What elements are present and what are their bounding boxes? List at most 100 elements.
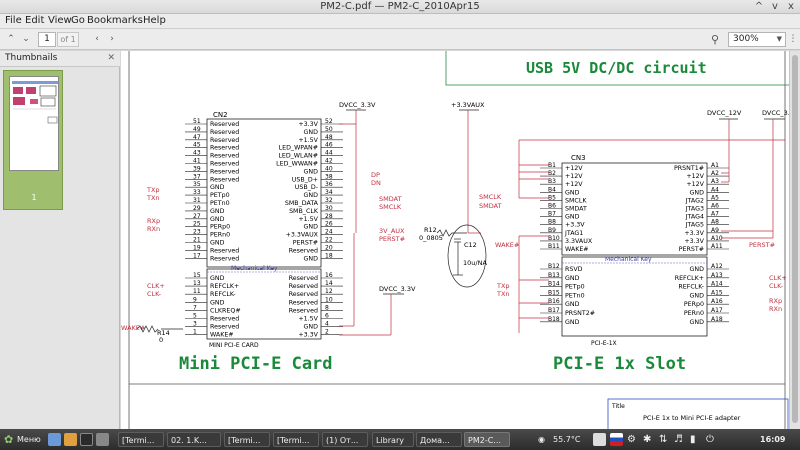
- clipboard-icon[interactable]: [593, 433, 606, 446]
- volume-icon[interactable]: ♬: [674, 434, 683, 445]
- menu-bookmarks[interactable]: Bookmarks: [87, 15, 143, 26]
- cn3-mechanical-key: Mechanical Key: [605, 256, 652, 263]
- cn3-left-bottom-pin-signal: GND: [565, 275, 580, 282]
- files-launcher-icon[interactable]: [96, 433, 109, 446]
- firefox-launcher-icon[interactable]: [64, 433, 77, 446]
- taskbar-window-button[interactable]: 02. 1.K...: [167, 432, 221, 447]
- taskbar-window-button[interactable]: [Termi...: [224, 432, 270, 447]
- page-number-input[interactable]: 1: [38, 32, 56, 47]
- cn2-left-pin-signal: Reserved: [210, 176, 239, 183]
- cn2-footer: MINI PCI-E CARD: [209, 342, 259, 349]
- taskbar-window-button[interactable]: [Termi...: [118, 432, 164, 447]
- cn3-left-pin-number: B8: [548, 219, 556, 226]
- menu-view[interactable]: View: [48, 15, 72, 26]
- cn3-left-pin-number: B10: [548, 235, 560, 242]
- terminal-launcher-icon[interactable]: [80, 433, 93, 446]
- taskbar-window-button[interactable]: [Termi...: [273, 432, 319, 447]
- cn2-right-pin-number: 34: [325, 189, 333, 196]
- sidebar-header: Thumbnails ✕: [0, 51, 120, 67]
- cn3-right-bottom-pin-number: A15: [711, 289, 723, 296]
- c12-ref: C12: [464, 241, 477, 249]
- mint-logo-icon[interactable]: ✿: [4, 433, 14, 446]
- history-back-icon[interactable]: ‹: [95, 34, 99, 44]
- taskbar-window-button[interactable]: PM2-C...: [464, 432, 510, 447]
- cn3-right-bottom-pin-number: A18: [711, 316, 723, 323]
- history-forward-icon[interactable]: ›: [110, 34, 114, 44]
- cn2-left-pin-signal: Reserved: [210, 129, 239, 136]
- document-view[interactable]: USB 5V DC/DC circuit CN2 MINI PCI-E CARD…: [121, 51, 789, 429]
- cn2-right-bottom-pin-number: 6: [325, 313, 329, 320]
- cn2-left-pin-number: 33: [193, 189, 201, 196]
- cn2-right-bottom-pin-signal: +3.3V: [298, 332, 318, 339]
- keyboard-layout-flag-icon[interactable]: [610, 433, 623, 446]
- cn2-right-pin-signal: GND: [304, 168, 319, 175]
- bluetooth-icon[interactable]: ✱: [643, 434, 652, 445]
- net-txn: TXn: [146, 194, 160, 202]
- cn3-right-bottom-pin-number: A12: [711, 263, 723, 270]
- maximize-button[interactable]: v: [772, 1, 778, 12]
- cn3-footer: PCI-E-1X: [591, 340, 617, 347]
- camera-icon[interactable]: ◉: [538, 435, 545, 444]
- schematic-drawing: USB 5V DC/DC circuit CN2 MINI PCI-E CARD…: [121, 51, 789, 429]
- cn3-left-pin-number: B7: [548, 211, 556, 218]
- cn3-left-pin-number: B1: [548, 162, 556, 169]
- net-smdat: SMDAT: [379, 195, 402, 203]
- taskbar-window-button[interactable]: (1) От...: [322, 432, 368, 447]
- cn3-left-pin-number: B11: [548, 243, 560, 250]
- vertical-scrollbar[interactable]: [789, 51, 800, 429]
- scrollbar-thumb[interactable]: [792, 55, 798, 423]
- network-icon[interactable]: ⇅: [659, 434, 668, 445]
- cn2-right-pin-signal: SMB_DATA: [285, 200, 319, 207]
- chevron-down-icon: ▼: [776, 35, 782, 43]
- net-clkp: CLK+: [147, 282, 165, 290]
- cn2-left-bottom-pin-signal: REFCLK-: [210, 291, 236, 298]
- menu-help[interactable]: Help: [143, 15, 166, 26]
- net-perst: PERST#: [379, 235, 405, 243]
- taskbar-window-button[interactable]: Дома...: [416, 432, 462, 447]
- chevron-up-icon[interactable]: ⌃: [7, 34, 15, 44]
- start-menu-button[interactable]: Меню: [17, 435, 41, 444]
- show-desktop-icon[interactable]: [48, 433, 61, 446]
- cn3-left-pin-number: B4: [548, 186, 556, 193]
- net-txp: TXp: [146, 186, 160, 194]
- cn2-left-pin-signal: Reserved: [210, 137, 239, 144]
- search-icon[interactable]: ⚲: [710, 33, 720, 46]
- close-button[interactable]: x: [788, 1, 794, 12]
- cn3-left-pin-signal: +12V: [565, 165, 583, 172]
- cn2-left-bottom-pin-signal: Reserved: [210, 316, 239, 323]
- menu-file[interactable]: File: [5, 15, 22, 26]
- slot-net-perst: PERST#: [749, 241, 775, 249]
- c12-value: 10u/NA: [463, 259, 487, 267]
- cn2-right-pin-signal: GND: [304, 224, 319, 231]
- cn2-left-pin-signal: GND: [210, 216, 225, 223]
- cn2-left-pin-number: 51: [193, 118, 201, 125]
- menu-icon[interactable]: ⋮: [788, 34, 798, 44]
- slot-net-txn: TXn: [496, 290, 510, 298]
- cn3-right-bottom-pin-number: A16: [711, 298, 723, 305]
- cn2-left-pin-number: 21: [193, 237, 201, 244]
- cn2-ref: CN2: [213, 111, 228, 119]
- net-dn: DN: [371, 179, 381, 187]
- minimize-button[interactable]: ^: [754, 1, 764, 12]
- cn2-right-pin-signal: SMB_CLK: [289, 208, 319, 215]
- page-thumbnail-selected[interactable]: 1: [3, 70, 63, 210]
- cn2-left-pin-number: 35: [193, 181, 201, 188]
- cn3-right-pin-signal: +3.3V: [684, 238, 704, 245]
- cn2-left-bottom-pin-signal: WAKE#: [210, 332, 234, 339]
- zoom-select[interactable]: 300% ▼: [728, 32, 786, 47]
- cn2-right-bottom-pin-signal: Reserved: [289, 299, 318, 306]
- close-sidebar-icon[interactable]: ✕: [107, 53, 115, 63]
- cn3-left-pin-number: B3: [548, 178, 556, 185]
- chevron-down-icon[interactable]: ⌄: [22, 34, 30, 44]
- cn2-left-pin-number: 39: [193, 165, 201, 172]
- notifications-icon[interactable]: ⚙: [627, 434, 636, 445]
- cn2-left-bottom-pin-number: 1: [193, 329, 197, 336]
- menu-go[interactable]: Go: [71, 15, 85, 26]
- battery-icon[interactable]: ▮: [690, 434, 696, 445]
- taskbar-window-button[interactable]: Library: [372, 432, 414, 447]
- r14-value: 0: [159, 336, 163, 344]
- window-titlebar: PM2-C.pdf — PM2-C_2010Apr15 ^ v x: [0, 0, 800, 14]
- power-icon[interactable]: ⏻: [706, 434, 714, 445]
- menu-edit[interactable]: Edit: [25, 15, 45, 26]
- cn3-right-pin-number: A3: [711, 178, 719, 185]
